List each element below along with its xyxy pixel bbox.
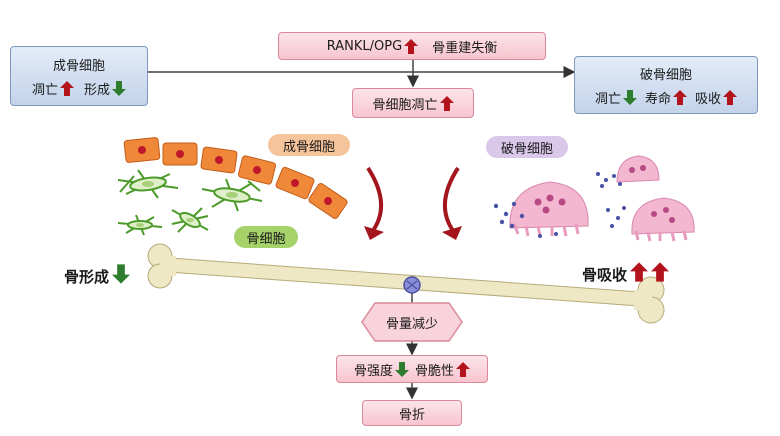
arrow-up-icon — [456, 361, 471, 377]
fracture-box: 骨折 — [362, 400, 462, 426]
rankl-opg-label: RANKL/OPG — [326, 38, 403, 54]
bone-formation-label: 骨形成 — [64, 264, 131, 288]
arrow-up-icon — [630, 262, 649, 286]
bone-loss-shape: 骨量减少 — [361, 302, 463, 342]
osteoclast-box-title: 破骨细胞 — [639, 67, 692, 83]
arrow-down-icon — [112, 264, 131, 288]
arrow-down-icon — [622, 89, 637, 105]
bone-fragility-item: 骨脆性 — [415, 360, 471, 379]
bone-strength-fragility-box: 骨强度 骨脆性 — [336, 355, 488, 383]
bone-strength-item: 骨强度 — [354, 360, 409, 379]
resorption-dots — [493, 172, 626, 238]
osteoblast-apoptosis-item: 凋亡 — [32, 79, 74, 98]
bone-remodeling-imbalance-label: 骨重建失衡 — [432, 40, 498, 56]
rankl-opg-box: RANKL/OPG 骨重建失衡 — [278, 32, 546, 60]
osteoclast-cell-label: 破骨细胞 — [486, 136, 568, 158]
arrow-up-icon — [404, 38, 419, 54]
osteocyte-cell-label: 骨细胞 — [234, 226, 298, 248]
osteoclast-cells — [493, 155, 695, 242]
bone-resorption-label: 骨吸收 — [582, 262, 670, 286]
osteoblast-formation-item: 形成 — [84, 79, 127, 98]
right-curved-arrow — [442, 166, 460, 234]
osteocyte-apoptosis-box: 骨细胞凋亡 — [352, 88, 474, 118]
arrow-up-icon — [651, 262, 670, 286]
arrow-down-icon — [112, 80, 127, 96]
osteoclast-resorption-item: 吸收 — [695, 88, 738, 107]
bone-seesaw-illustration — [147, 243, 665, 324]
arrow-up-icon — [60, 80, 74, 96]
bone-loss-label: 骨量减少 — [385, 316, 438, 332]
osteoblast-box-title: 成骨细胞 — [52, 58, 105, 74]
osteoblast-box: 成骨细胞 凋亡 形成 — [10, 46, 148, 106]
arrow-down-icon — [395, 361, 409, 377]
left-curved-arrow — [366, 166, 384, 234]
osteocyte-cells — [117, 169, 263, 236]
osteocyte-apoptosis-label: 骨细胞凋亡 — [372, 97, 438, 113]
osteoclast-apoptosis-item: 凋亡 — [595, 88, 637, 107]
osteoblast-cells — [123, 137, 348, 219]
arrow-up-icon — [439, 95, 454, 111]
arrow-up-icon — [673, 89, 687, 105]
osteoclast-lifespan-item: 寿命 — [645, 88, 687, 107]
osteoclast-box: 破骨细胞 凋亡 寿命 吸收 — [574, 56, 758, 114]
osteoblast-cell-label: 成骨细胞 — [268, 134, 350, 156]
arrow-up-icon — [723, 89, 738, 105]
